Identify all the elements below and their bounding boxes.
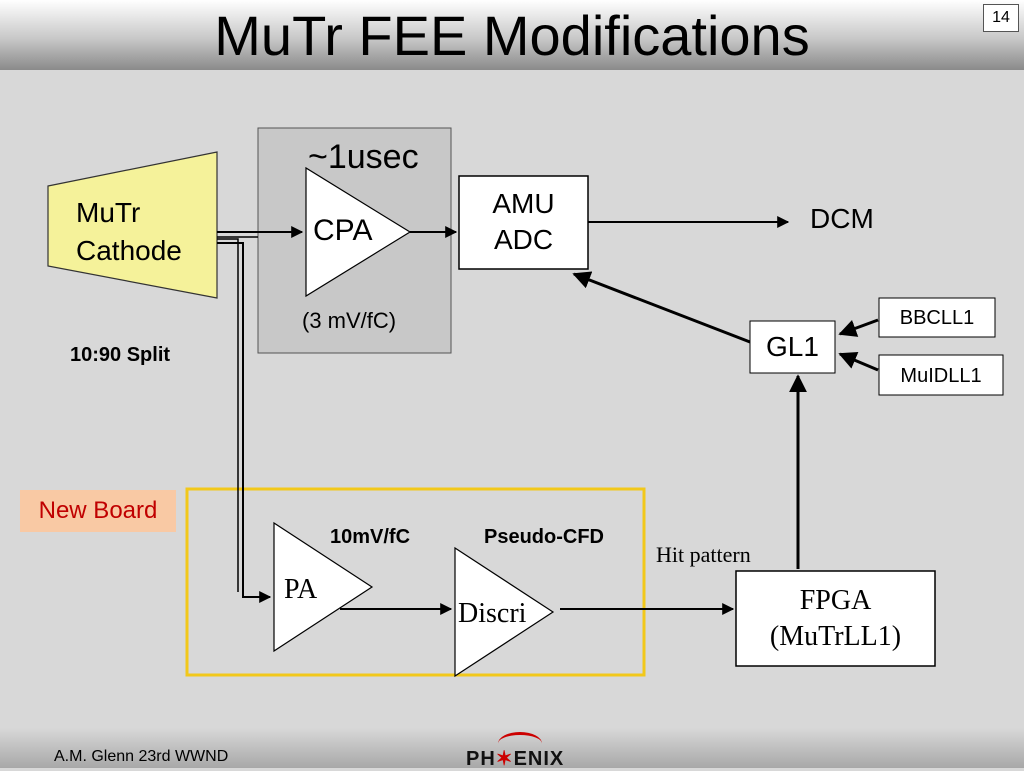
phenix-logo: PH✶ENIX: [466, 746, 564, 771]
logo-left: PH: [466, 748, 496, 770]
muidll1-box: [878, 354, 1004, 396]
bbcll1-to-gl1-arrow: [838, 318, 879, 337]
cpa-triangle: [305, 166, 412, 298]
pa-gain-label: 10mV/fC: [330, 526, 411, 548]
phenix-logo-arc: [498, 732, 542, 755]
slide-title: MuTr FEE Modifications: [214, 4, 810, 67]
gl1-to-amu-arrow: [572, 271, 751, 344]
split-label: 10:90 Split: [70, 344, 171, 366]
gl1-box: [749, 320, 836, 374]
pseudo-cfd-label: Pseudo-CFD: [484, 526, 604, 548]
amu-adc-label: AMU ADC: [492, 188, 555, 255]
split-line: [217, 242, 272, 603]
footer-author: A.M. Glenn 23rd WWND: [54, 748, 229, 765]
header-bar: [0, 0, 1024, 70]
page-number: 14: [983, 4, 1019, 32]
bbcll1-label: BBCLL1: [899, 307, 975, 329]
logo-right: ENIX: [513, 748, 565, 770]
fpga-box: [735, 570, 936, 667]
cpa-label: CPA: [313, 214, 373, 247]
gl1-label: GL1: [766, 331, 819, 362]
new-board-label: New Board: [20, 490, 176, 532]
timing-label: ~1usec: [308, 138, 419, 176]
fpga-label: FPGA (MuTrLL1): [769, 585, 902, 652]
split-line-inner: [217, 238, 239, 592]
cpa-gain-label: (3 mV/fC): [302, 308, 397, 333]
cathode-shape: [47, 151, 218, 299]
logo-mark-icon: ✶: [495, 748, 514, 770]
bbcll1-box: [878, 297, 996, 338]
pa-triangle: [273, 521, 374, 653]
muidll1-label: MuIDLL1: [900, 365, 982, 387]
hit-pattern-label: Hit pattern: [656, 542, 751, 567]
new-board-frame: [185, 487, 646, 677]
amu-adc-box: [458, 175, 589, 270]
discri-label: Discri: [458, 598, 527, 629]
discri-triangle: [454, 546, 555, 678]
pa-label: PA: [284, 574, 318, 605]
cathode-label: MuTr Cathode: [76, 197, 182, 266]
dcm-label: DCM: [810, 203, 874, 234]
muidll1-to-gl1-arrow: [838, 351, 879, 372]
